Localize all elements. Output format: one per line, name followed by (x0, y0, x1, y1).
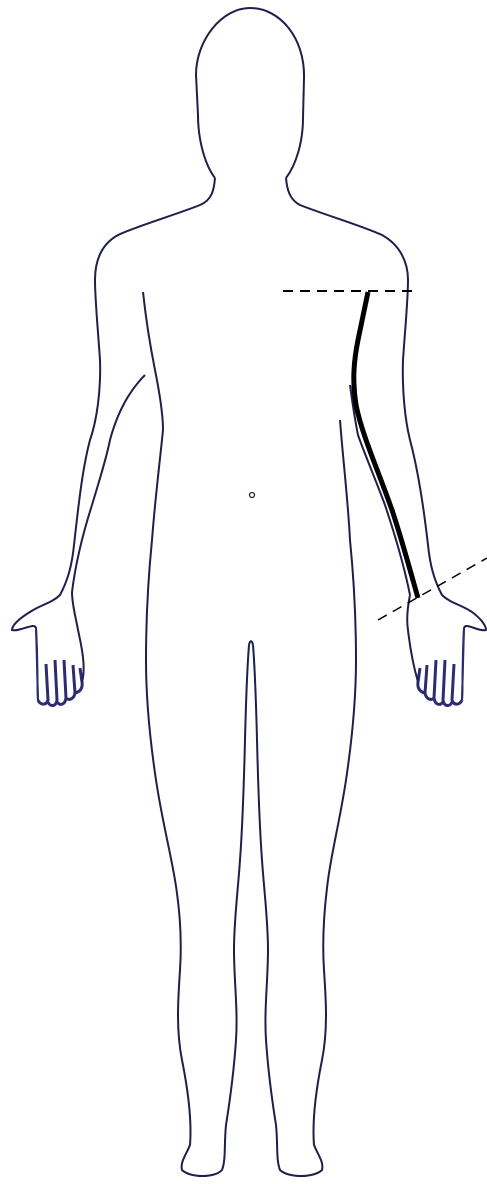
right-hand-icon (407, 595, 464, 706)
right-body-outline (286, 178, 486, 700)
left-armpit-line (143, 292, 163, 430)
navel-dot (250, 493, 255, 498)
left-body-outline (12, 178, 215, 700)
left-inner-arm-outline (72, 375, 145, 592)
left-hand-icon (36, 592, 84, 706)
head-outline (196, 8, 304, 178)
right-torso-leg-outline (253, 420, 356, 1176)
crotch-outline (249, 641, 253, 645)
left-torso-leg-outline (146, 430, 249, 1176)
arm-length-measure-line (354, 292, 418, 598)
